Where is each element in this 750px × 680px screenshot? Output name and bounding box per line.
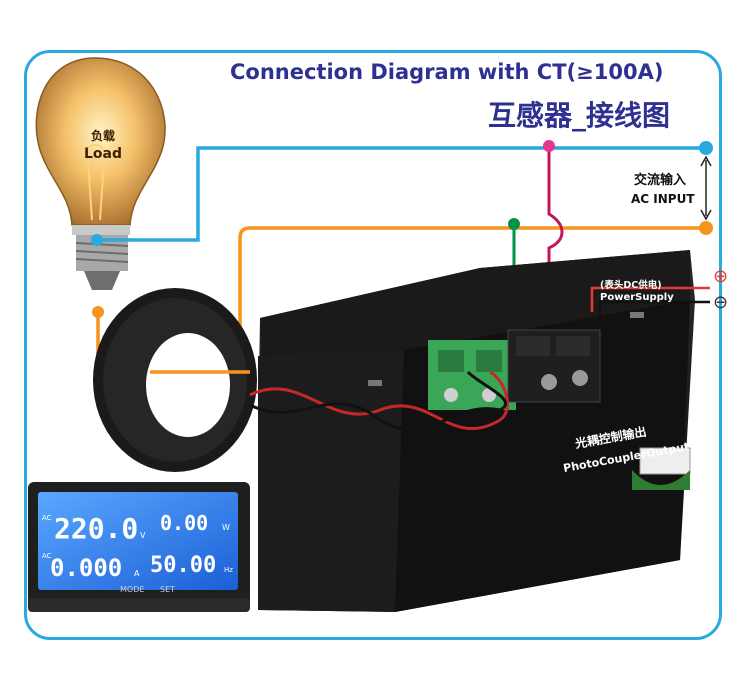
dc-minus-symbol: ⊖	[713, 292, 728, 313]
meter-front-panel	[28, 482, 250, 612]
current-transformer-ring	[93, 288, 257, 472]
meter-lcd-screen	[38, 492, 238, 590]
lcd-ac-tag-top: AC	[42, 514, 52, 522]
lcd-current-value: 0.000	[50, 554, 122, 582]
diagram-frame	[24, 50, 722, 640]
wire-pink	[547, 148, 564, 340]
terminal-dot-live	[699, 221, 713, 235]
photocoupler-connector	[632, 447, 691, 490]
ac-input-label-en: AC INPUT	[631, 192, 695, 206]
meter-set-button: SET	[160, 585, 175, 594]
bulb-dot-live	[92, 306, 104, 318]
diagram-title-en: Connection Diagram with CT(≥100A)	[230, 60, 664, 84]
diagram-title-cn: 互感器_接线图	[488, 99, 671, 132]
ct-twisted-wires	[249, 370, 509, 432]
power-supply-label-en: PowerSupply	[600, 292, 674, 303]
dc-plus-symbol: ⊕	[713, 266, 728, 287]
lcd-frequency-unit: Hz	[224, 566, 233, 574]
load-bulb	[35, 57, 166, 290]
junction-dot-pink	[543, 140, 555, 152]
lcd-voltage-value: 220.0	[54, 512, 138, 545]
wire-neutral-blue	[97, 146, 706, 242]
load-label-cn: 负载	[91, 128, 115, 143]
power-supply-label-cn: (表头DC供电)	[600, 279, 662, 291]
ac-input-label-cn: 交流输入	[634, 172, 686, 188]
terminal-dot-neutral	[699, 141, 713, 155]
meter-mode-button: MODE	[120, 585, 144, 594]
power-supply-wires	[590, 286, 710, 318]
load-label-en: Load	[84, 146, 122, 162]
lcd-ac-tag-bottom: AC	[42, 552, 52, 560]
black-terminal-block	[507, 329, 601, 403]
lcd-power-value: 0.00	[160, 511, 208, 535]
junction-dot-green	[508, 218, 520, 230]
lcd-power-unit: W	[222, 523, 230, 532]
bulb-dot-neutral	[91, 234, 103, 246]
lcd-current-unit: A	[134, 569, 140, 578]
lcd-voltage-unit: V	[140, 531, 146, 540]
ac-input-arrow	[700, 155, 712, 221]
lcd-frequency-value: 50.00	[150, 553, 216, 578]
